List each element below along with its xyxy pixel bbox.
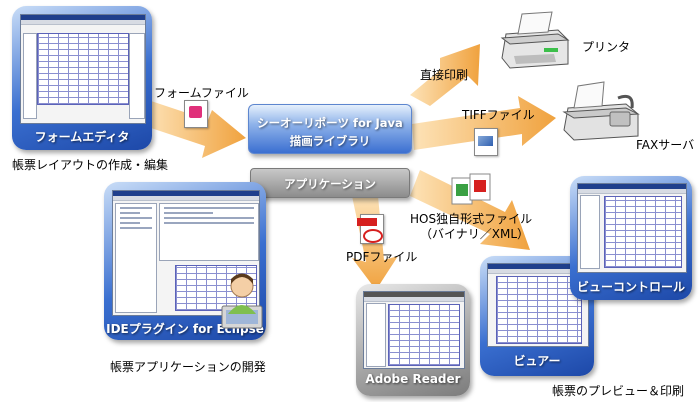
viewer-caption: 帳票のプレビュー＆印刷 bbox=[552, 384, 685, 398]
view-control-label: ビューコントロール bbox=[576, 280, 685, 294]
application-label: アプリケーション bbox=[284, 177, 376, 191]
adobe-reader-card[interactable]: Adobe Reader bbox=[356, 284, 470, 396]
adobe-reader-label: Adobe Reader bbox=[365, 372, 461, 386]
printer-icon bbox=[500, 11, 570, 69]
form-file-icon bbox=[184, 100, 208, 128]
arrow-editor-to-engine bbox=[145, 100, 246, 158]
fax-label: FAXサーバ bbox=[636, 138, 695, 152]
arrow-to-fax bbox=[412, 96, 556, 150]
engine-box[interactable]: シーオーリポーツ for Java 描画ライブラリ bbox=[248, 104, 412, 154]
arrow-to-printer bbox=[410, 44, 480, 106]
viewer-screenshot bbox=[487, 263, 589, 347]
hos-file-line1: HOS独自形式ファイル bbox=[410, 212, 533, 226]
pdf-file-icon bbox=[357, 214, 384, 244]
application-bar[interactable]: アプリケーション bbox=[250, 168, 410, 198]
form-editor-card[interactable]: フォームエディタ bbox=[12, 6, 152, 150]
adobe-reader-screenshot bbox=[363, 291, 465, 369]
view-control-card[interactable]: ビューコントロール bbox=[570, 176, 692, 300]
hos-file-icons bbox=[451, 173, 491, 205]
viewer-card[interactable]: ビュアー bbox=[480, 256, 594, 376]
form-editor-caption: 帳票レイアウトの作成・編集 bbox=[12, 158, 169, 172]
hos-file-line2: （バイナリ／XML） bbox=[420, 227, 530, 241]
engine-title-line2: 描画ライブラリ bbox=[289, 134, 371, 148]
arrow-to-viewer bbox=[410, 170, 530, 250]
viewer-label: ビュアー bbox=[513, 354, 561, 368]
direct-print-label: 直接印刷 bbox=[420, 68, 469, 82]
form-file-label: フォームファイル bbox=[154, 86, 249, 100]
ide-plugin-caption: 帳票アプリケーションの開発 bbox=[110, 360, 266, 374]
developer-person-icon bbox=[221, 273, 263, 329]
engine-title-line1: シーオーリポーツ for Java bbox=[257, 116, 403, 130]
form-editor-screenshot bbox=[20, 14, 146, 124]
fax-machine-icon bbox=[562, 81, 640, 141]
printer-label: プリンタ bbox=[582, 40, 631, 54]
form-editor-label: フォームエディタ bbox=[34, 130, 130, 144]
pdf-file-label: PDFファイル bbox=[346, 250, 418, 264]
tiff-file-label: TIFFファイル bbox=[462, 108, 535, 122]
view-control-screenshot bbox=[577, 183, 687, 273]
tiff-file-icon bbox=[474, 128, 498, 156]
